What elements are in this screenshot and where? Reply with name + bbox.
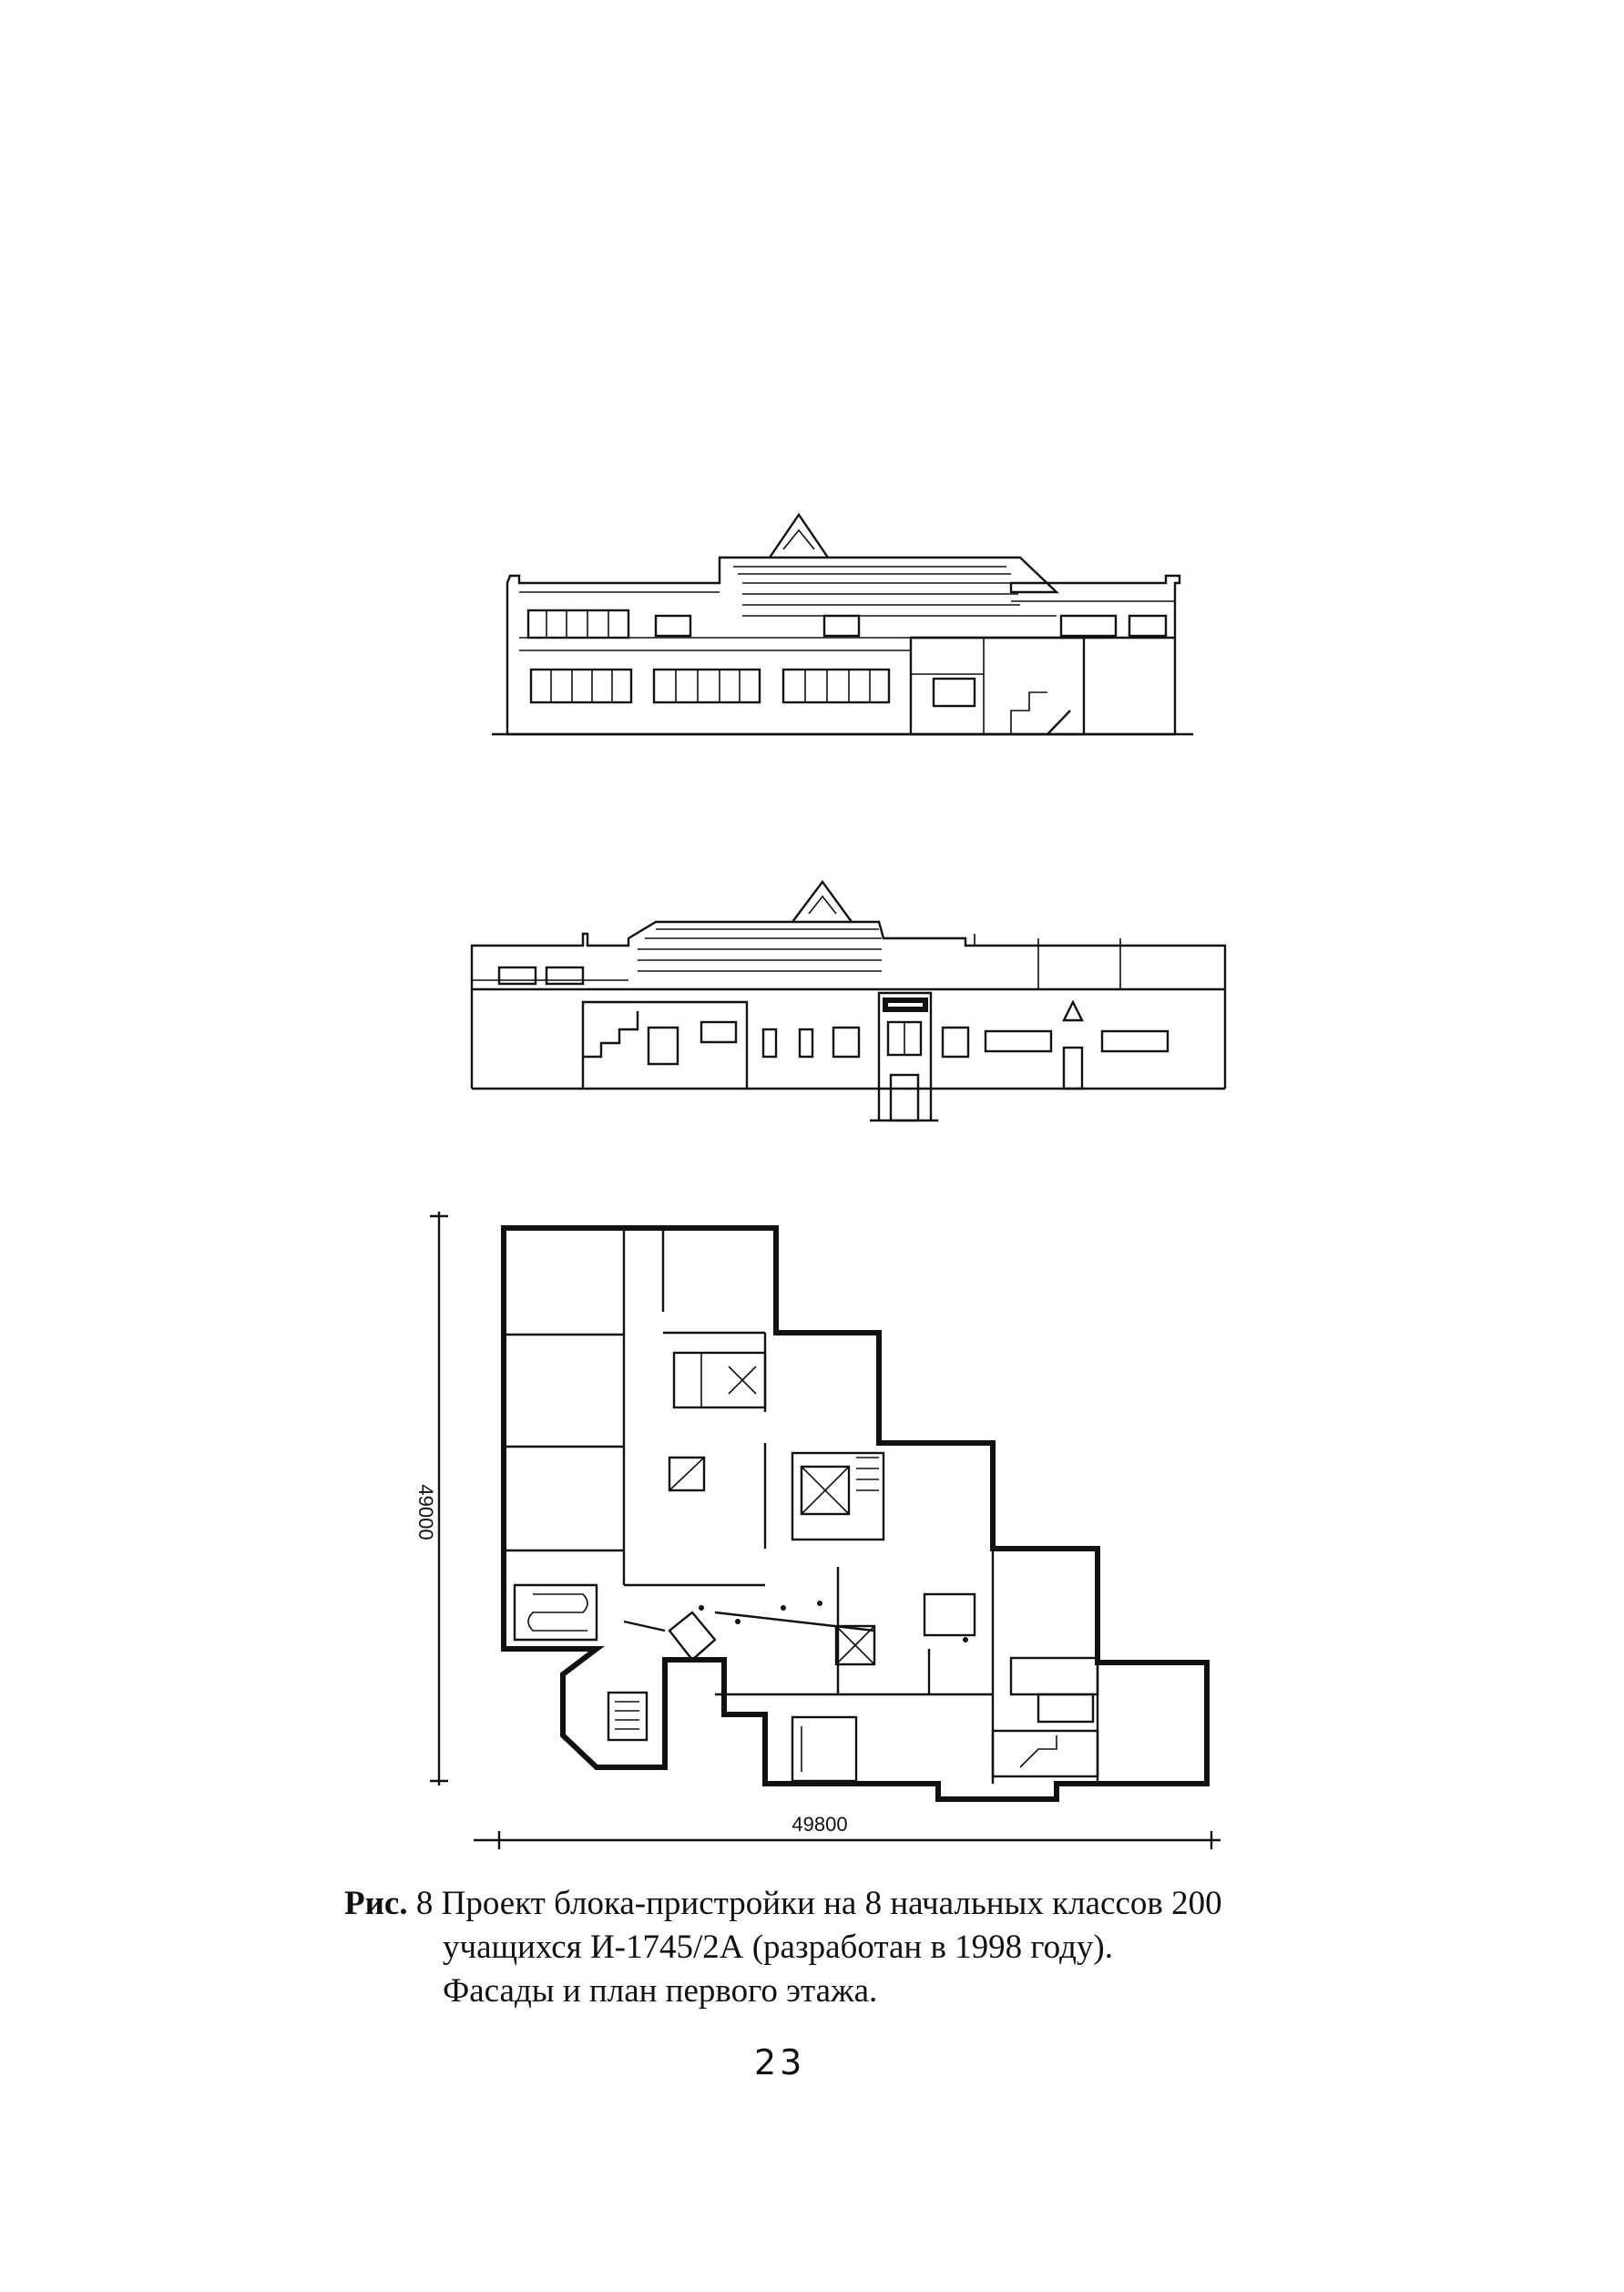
caption-number: 8	[415, 1885, 434, 1922]
caption-label: Рис.	[344, 1885, 408, 1922]
caption-line-1: Рис. 8 Проект блока-пристройки на 8 нача…	[344, 1882, 1310, 1926]
vertical-dimension: 49000	[414, 1212, 448, 1786]
caption-text-1: Проект блока-пристройки на 8 начальных к…	[441, 1885, 1222, 1922]
caption-line-2: учащихся И-1745/2А (разработан в 1998 го…	[443, 1929, 1114, 1966]
dimension-label-vertical: 49000	[414, 1484, 437, 1540]
page-number: 23	[754, 2042, 806, 2082]
rear-facade	[470, 879, 1227, 1122]
caption-line-3: Фасады и план первого этажа.	[443, 1972, 878, 2010]
dimension-label-horizontal: 49800	[792, 1813, 847, 1836]
figure-caption: Рис. 8 Проект блока-пристройки на 8 нача…	[344, 1882, 1310, 2013]
floor-plan	[501, 1225, 1210, 1802]
horizontal-dimension: 49800	[474, 1813, 1221, 1849]
front-facade	[492, 512, 1193, 736]
